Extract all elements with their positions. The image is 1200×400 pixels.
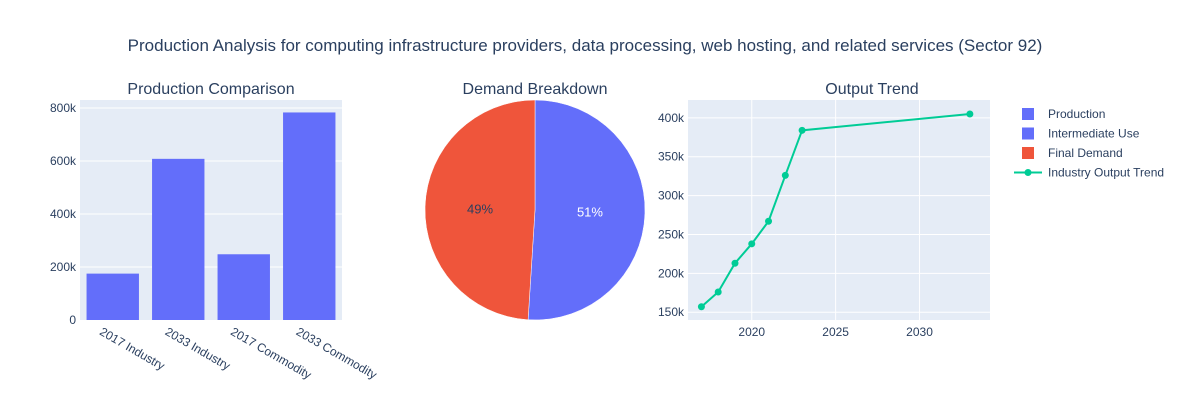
pie-slices [424,99,646,321]
bar-y-ticks: 0 200k 400k 600k 800k [50,101,77,327]
legend-item-label: Intermediate Use [1048,127,1140,141]
line-x-ticks: 2020 2025 2030 [738,325,933,339]
bar-subplot: Production Comparison 0200k400k600k800k … [50,81,379,382]
pie-subplot: Demand Breakdown 51% 49% [424,81,646,321]
line-y-tick-label: 150k [658,305,685,319]
legend-swatch [1022,147,1034,159]
line-y-tick-label: 200k [658,266,685,280]
trend-point [731,259,739,267]
line-chart-title: Output Trend [825,81,918,98]
legend-item-label: Final Demand [1048,146,1123,160]
bar-x-tick-label: 2033 Industry [163,324,233,372]
line-y-tick-label: 350k [658,150,685,164]
line-y-tick-label: 250k [658,227,685,241]
pie-slice-label: 49% [467,201,493,216]
bar [86,273,139,320]
trend-point [765,217,773,225]
legend-item-label: Production [1048,107,1105,121]
legend-item-label: Industry Output Trend [1048,166,1164,180]
trend-point [697,303,705,311]
line-subplot: Output Trend 150k 200k 250k 300k 350k 400k 20… [658,81,990,339]
pie-slice [424,99,536,321]
bar-y-tick-label: 200k [50,260,77,274]
trend-point [748,240,756,248]
line-x-tick-label: 2020 [738,325,765,339]
bar-y-tick-label: 400k [50,207,77,221]
pie-chart-title: Demand Breakdown [463,81,608,98]
line-x-tick-label: 2025 [822,325,849,339]
trend-point [966,110,974,118]
bar-y-tick-label: 0 [69,313,76,327]
line-series [697,110,974,311]
bar [152,158,205,320]
line-y-tick-label: 300k [658,189,685,203]
bar-marks [86,112,336,321]
bar-chart-title: Production Comparison [127,81,294,98]
legend-swatch [1022,127,1034,140]
bar-x-tick-label: 2017 Industry [97,324,167,372]
line-plot-area [688,100,990,320]
trend-point [714,288,722,296]
figure-title: Production Analysis for computing infras… [128,36,1043,55]
bar-y-tick-label: 800k [50,101,77,115]
legend-swatch [1022,108,1034,120]
bar-y-tick-label: 600k [50,154,77,168]
line-x-tick-label: 2030 [906,325,933,339]
line-y-tick-label: 400k [658,111,685,125]
line-y-ticks: 150k 200k 250k 300k 350k 400k [658,111,685,319]
trend-point [798,126,806,134]
trend-line [700,112,970,308]
bar [283,112,336,321]
bar [217,254,270,320]
trend-point [781,171,789,179]
pie-slice [527,99,646,321]
pie-labels: 51% 49% [467,201,603,219]
legend-marker-swatch [1024,169,1032,176]
pie-slice-label: 51% [577,205,603,220]
